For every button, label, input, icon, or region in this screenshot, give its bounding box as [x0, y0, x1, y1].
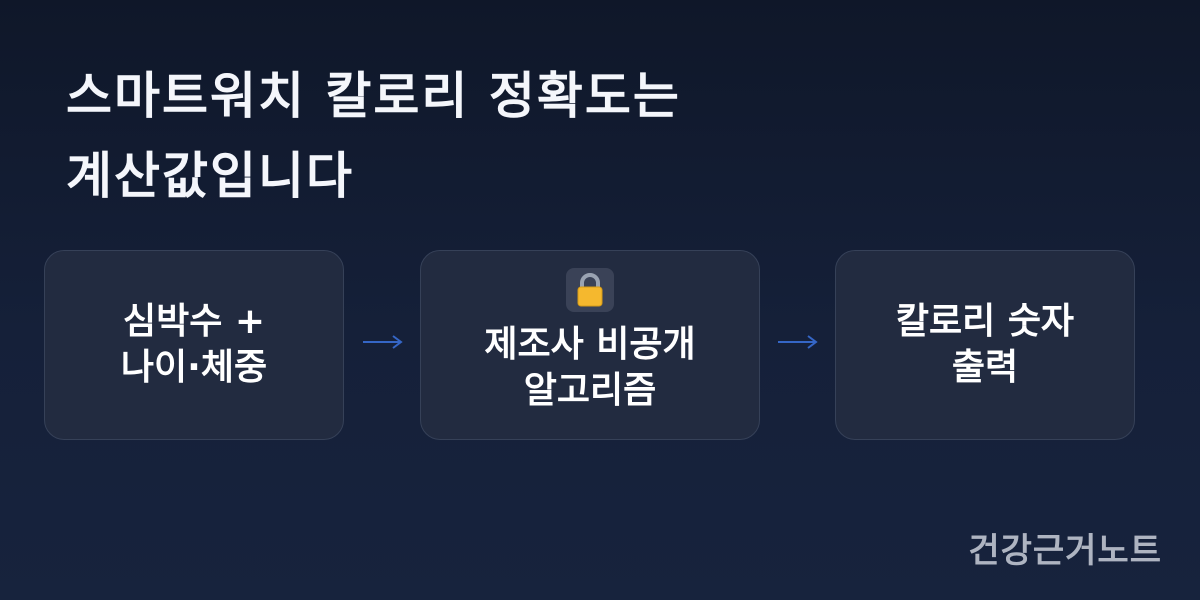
title-line-2: 계산값입니다	[66, 147, 354, 205]
page-title: 스마트워치 칼로리 정확도는 계산값입니다	[66, 56, 966, 216]
flow-step-input-label: 심박수 + 나이·체중	[120, 301, 268, 388]
flow-step-algorithm: 제조사 비공개 알고리즘	[420, 250, 760, 440]
title-line-1: 스마트워치 칼로리 정확도는	[66, 67, 681, 125]
flow-step-output-label: 칼로리 숫자 출력	[895, 301, 1075, 388]
flow-step-input: 심박수 + 나이·체중	[44, 250, 344, 440]
flow-step-output: 칼로리 숫자 출력	[835, 250, 1135, 440]
footer-brand: 건강근거노트	[968, 531, 1162, 571]
flow-step-algorithm-label: 제조사 비공개 알고리즘	[484, 324, 696, 411]
lock-icon	[566, 268, 614, 312]
right-arrow-icon	[363, 335, 403, 349]
right-arrow-icon	[778, 335, 818, 349]
